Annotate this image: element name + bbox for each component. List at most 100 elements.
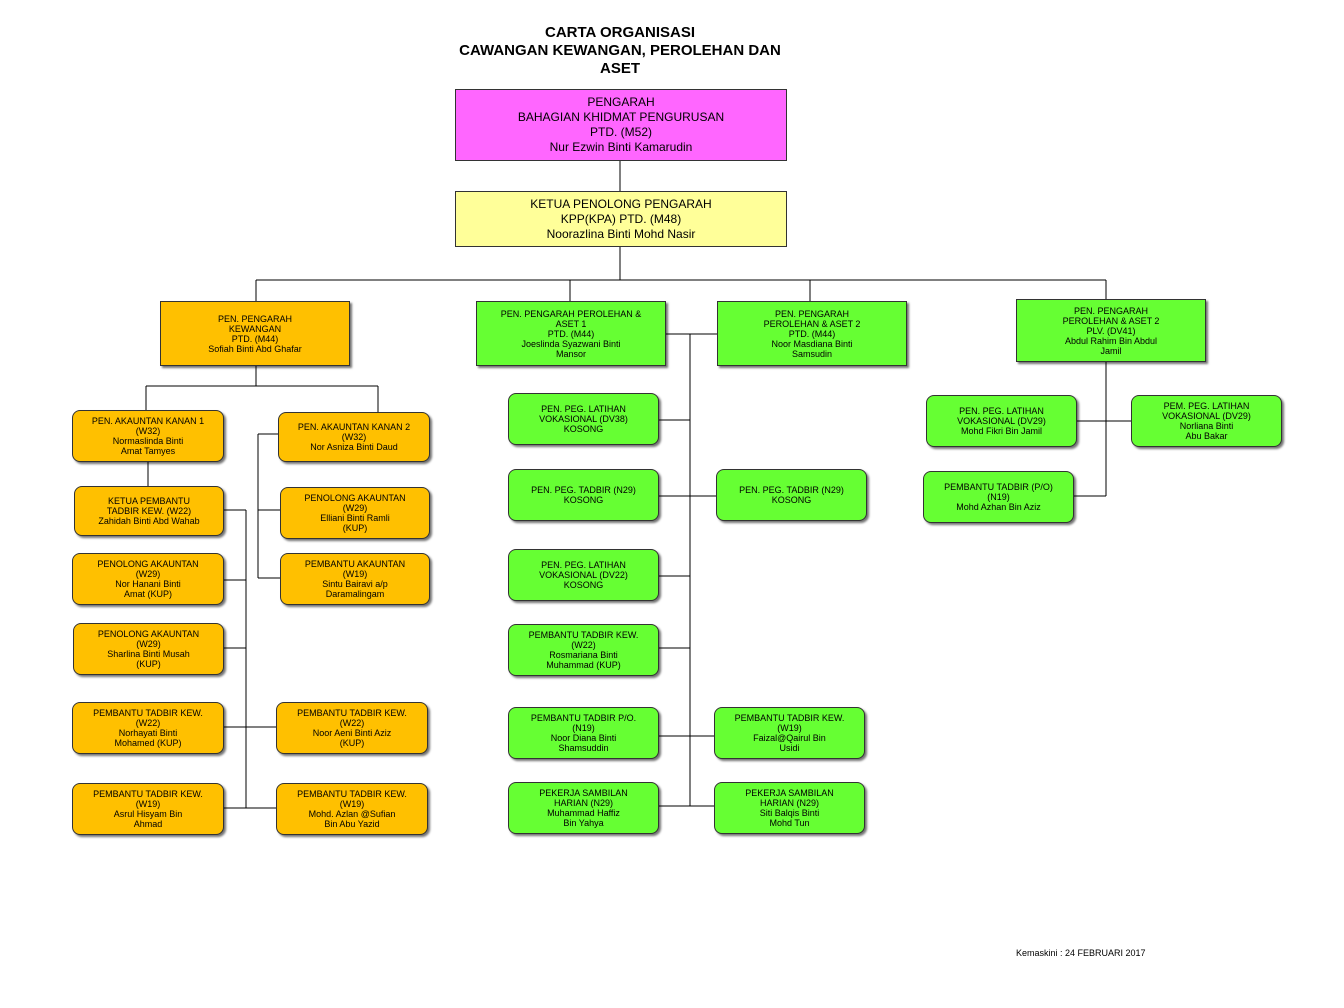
accountant-senior-1-title: PEN. AKAUNTAN KANAN 1: [91, 416, 205, 426]
staff-name-2: (KUP): [339, 738, 365, 748]
staff-name: Mohd. Azlan @Sufian: [308, 809, 396, 819]
staff-grade: HARIAN (N29): [759, 798, 819, 808]
staff-name-2: Bin Yahya: [563, 818, 604, 828]
procurement1-head-unit: ASET 1: [555, 318, 587, 329]
finance-left-staff-box-5: PEMBANTU TADBIR KEW. (W19) Asrul Hisyam …: [72, 783, 224, 835]
director-name: Nur Ezwin Binti Kamarudin: [549, 140, 693, 154]
accountant-senior-2-name: Nor Asniza Binti Daud: [310, 442, 398, 452]
staff-name-2: Ahmad: [133, 819, 163, 829]
staff-name: Noor Diana Binti: [550, 733, 617, 743]
procurement1-staff-box-1: PEN. PEG. LATIHAN VOKASIONAL (DV38) KOSO…: [508, 393, 659, 445]
staff-title: PEM. PEG. LATIHAN: [1163, 401, 1250, 411]
staff-name-2: Bin Abu Yazid: [324, 819, 380, 829]
staff-name: KOSONG: [771, 495, 812, 505]
staff-name: Noor Aeni Binti Aziz: [312, 728, 392, 738]
finance-head-name: Sofiah Binti Abd Ghafar: [208, 343, 302, 354]
finance-left-staff-box-3: PENOLONG AKAUNTAN (W29) Sharlina Binti M…: [73, 623, 224, 675]
accountant-senior-2-box: PEN. AKAUNTAN KANAN 2 (W32) Nor Asniza B…: [278, 412, 430, 462]
procurement3-head-name-2: Jamil: [1100, 345, 1122, 356]
procurement3-head-title: PEN. PENGARAH: [1073, 305, 1149, 316]
finance-head-grade: PTD. (M44): [231, 333, 279, 344]
staff-name-2: Shamsuddin: [558, 743, 609, 753]
staff-title: PEN. PEG. LATIHAN: [959, 406, 1044, 416]
staff-title: PEMBANTU TADBIR KEW.: [93, 708, 203, 718]
staff-grade: (N19): [572, 723, 595, 733]
staff-title: PEKERJA SAMBILAN: [745, 788, 834, 798]
finance-right-staff-box-3: PEMBANTU TADBIR KEW. (W22) Noor Aeni Bin…: [276, 702, 428, 754]
staff-name-2: Abu Bakar: [1185, 431, 1228, 441]
director-box: PENGARAH BAHAGIAN KHIDMAT PENGURUSAN PTD…: [455, 89, 787, 161]
procurement2-staff-box-1: PEN. PEG. TADBIR (N29) KOSONG: [716, 469, 867, 521]
accountant-senior-2-title: PEN. AKAUNTAN KANAN 2: [297, 422, 411, 432]
deputy-box: KETUA PENOLONG PENGARAH KPP(KPA) PTD. (M…: [455, 191, 787, 247]
procurement2-head-grade: PTD. (M44): [788, 328, 836, 339]
staff-title: PEKERJA SAMBILAN: [539, 788, 628, 798]
title-line-3: ASET: [599, 60, 640, 77]
staff-grade: (W29): [136, 639, 161, 649]
staff-name: Mohd Azhan Bin Aziz: [956, 502, 1041, 512]
deputy-title: KETUA PENOLONG PENGARAH: [530, 196, 712, 211]
procurement1-head-title: PEN. PENGARAH PEROLEHAN &: [500, 308, 642, 319]
accountant-senior-1-grade: (W32): [135, 426, 161, 436]
accountant-senior-1-name-2: Amat Tamyes: [120, 446, 176, 456]
staff-title: PEN. PEG. TADBIR (N29): [739, 485, 844, 495]
staff-grade: (W29): [342, 503, 368, 513]
finance-left-staff-box-4: PEMBANTU TADBIR KEW. (W22) Norhayati Bin…: [72, 702, 224, 754]
title-line-1: CARTA ORGANISASI: [545, 24, 695, 41]
staff-name: KOSONG: [563, 580, 604, 590]
procurement3-head-name: Abdul Rahim Bin Abdul: [1064, 335, 1158, 346]
procurement2-staff-box-2: PEMBANTU TADBIR KEW. (W19) Faizal@Qairul…: [714, 707, 865, 759]
staff-title: PEMBANTU TADBIR P/O.: [530, 713, 637, 723]
procurement1-staff-box-4: PEMBANTU TADBIR KEW. (W22) Rosmariana Bi…: [508, 624, 659, 676]
procurement2-staff-box-3: PEKERJA SAMBILAN HARIAN (N29) Siti Balqi…: [714, 782, 865, 834]
procurement3-head-grade: PLV. (DV41): [1086, 325, 1136, 336]
staff-grade: VOKASIONAL (DV38): [539, 414, 628, 424]
deputy-grade: KPP(KPA) PTD. (M48): [560, 211, 682, 226]
staff-name: Muhammad Haffiz: [547, 808, 620, 818]
accountant-senior-2-grade: (W32): [341, 432, 367, 442]
procurement1-staff-box-5: PEMBANTU TADBIR P/O. (N19) Noor Diana Bi…: [508, 707, 659, 759]
staff-grade: (W22): [571, 640, 596, 650]
procurement1-head-grade: PTD. (M44): [547, 328, 595, 339]
procurement3-staff-box-2: PEM. PEG. LATIHAN VOKASIONAL (DV29) Norl…: [1131, 395, 1282, 447]
staff-grade: VOKASIONAL (DV29): [1162, 411, 1251, 421]
staff-title: PEMBANTU AKAUNTAN: [304, 559, 406, 569]
staff-name: Asrul Hisyam Bin: [113, 809, 183, 819]
director-grade: PTD. (M52): [589, 125, 652, 139]
staff-name: Rosmariana Binti: [549, 650, 618, 660]
procurement2-head-title: PEN. PENGARAH: [774, 308, 850, 319]
staff-title: PEN. PEG. LATIHAN: [541, 560, 626, 570]
chart-title: CARTA ORGANISASI CAWANGAN KEWANGAN, PERO…: [420, 24, 820, 78]
staff-grade: (W19): [135, 799, 161, 809]
staff-name: KOSONG: [563, 424, 604, 434]
staff-grade: VOKASIONAL (DV22): [539, 570, 628, 580]
finance-head-unit: KEWANGAN: [228, 323, 282, 334]
staff-name: Sharlina Binti Musah: [107, 649, 190, 659]
staff-grade: HARIAN (N29): [553, 798, 613, 808]
finance-head-box: PEN. PENGARAH KEWANGAN PTD. (M44) Sofiah…: [160, 301, 350, 366]
staff-name-2: Mohd Tun: [769, 818, 810, 828]
procurement2-head-name-2: Samsudin: [791, 348, 833, 359]
finance-head-title: PEN. PENGARAH: [217, 313, 293, 324]
staff-grade: (W22): [339, 718, 365, 728]
accountant-senior-1-name: Normaslinda Binti: [112, 436, 184, 446]
procurement3-head-unit: PEROLEHAN & ASET 2: [1062, 315, 1160, 326]
staff-grade: (W19): [777, 723, 802, 733]
staff-name: Siti Balqis Binti: [759, 808, 820, 818]
staff-grade: TADBIR KEW. (W22): [106, 506, 192, 516]
staff-name: Norliana Binti: [1179, 421, 1234, 431]
finance-right-staff-box-4: PEMBANTU TADBIR KEW. (W19) Mohd. Azlan @…: [276, 783, 428, 835]
staff-name-2: Mohamed (KUP): [114, 738, 182, 748]
staff-name: Elliani Binti Ramli: [320, 513, 390, 523]
staff-name-2: Usidi: [779, 743, 800, 753]
staff-name: Norhayati Binti: [118, 728, 178, 738]
staff-title: KETUA PEMBANTU: [107, 496, 190, 506]
staff-title: PENOLONG AKAUNTAN: [97, 559, 199, 569]
staff-name: Sintu Bairavi a/p: [322, 579, 388, 589]
staff-name-2: Muhammad (KUP): [546, 660, 621, 670]
procurement3-staff-box-3: PEMBANTU TADBIR (P/O) (N19) Mohd Azhan B…: [923, 471, 1074, 523]
staff-title: PEMBANTU TADBIR KEW.: [528, 630, 639, 640]
staff-grade: (W22): [135, 718, 161, 728]
staff-title: PEMBANTU TADBIR KEW.: [297, 789, 407, 799]
